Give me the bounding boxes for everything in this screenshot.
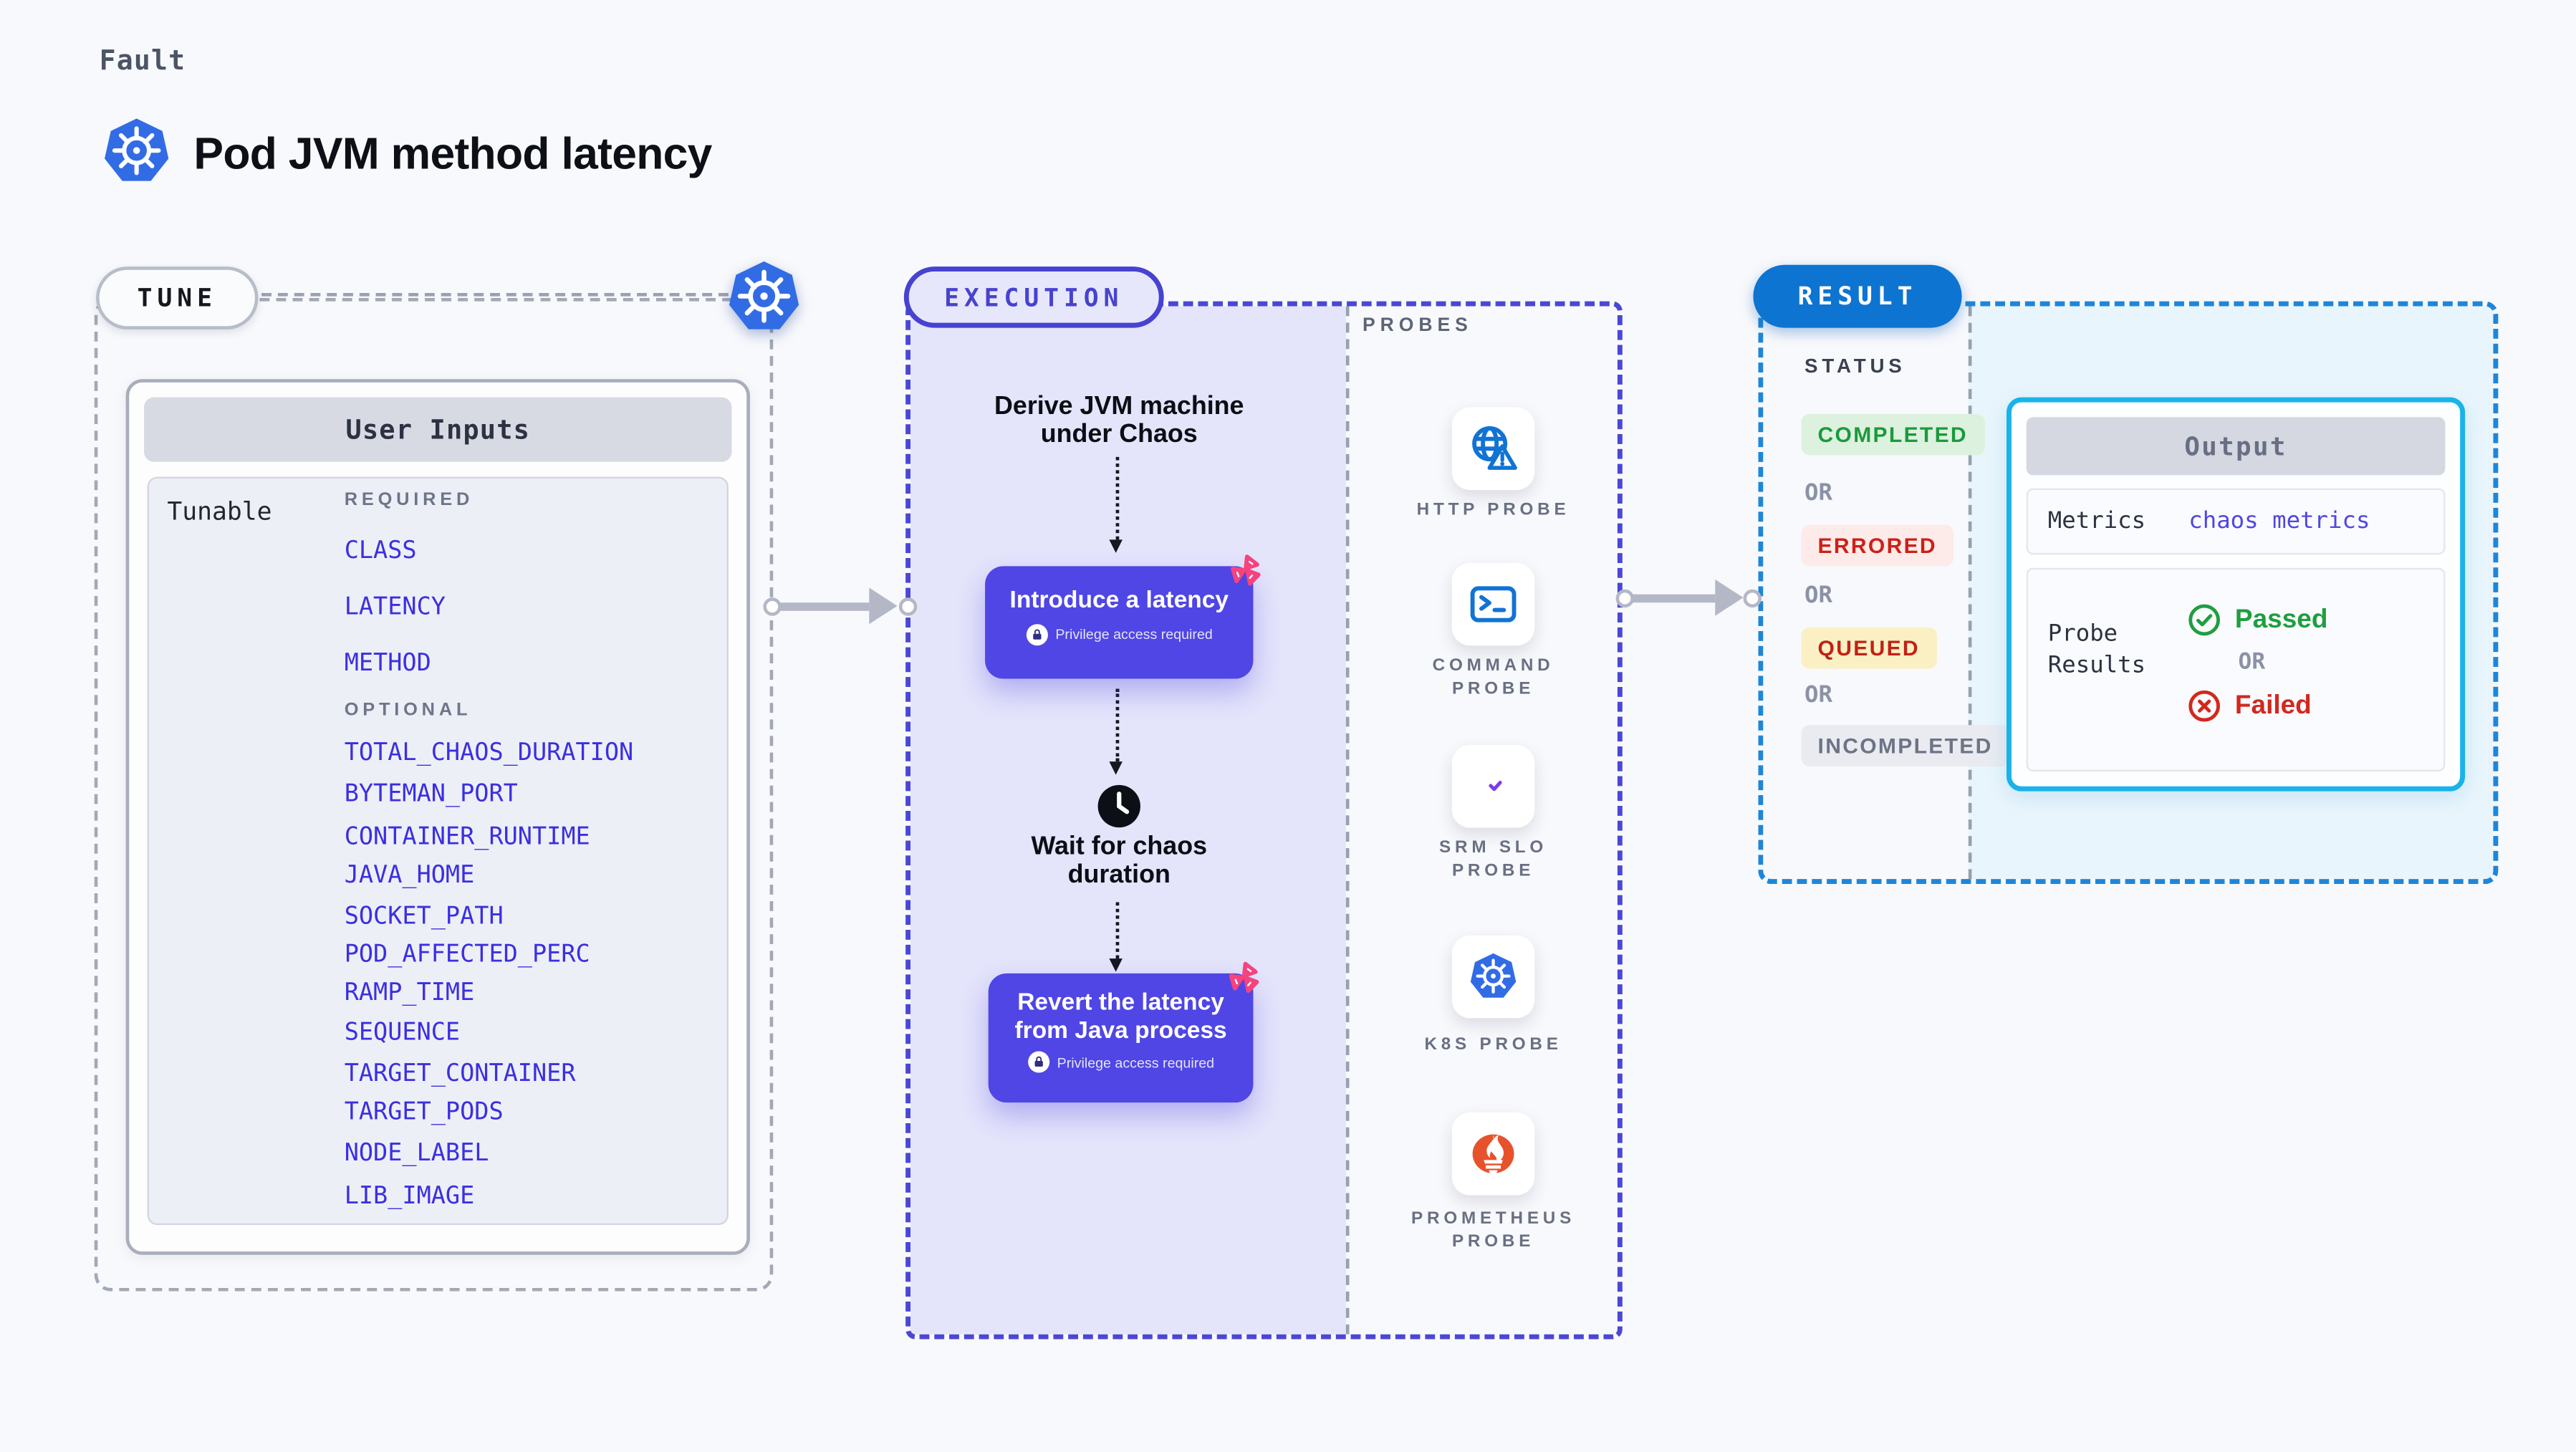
metrics-value: chaos metrics [2188, 508, 2370, 535]
tune-section-box [94, 297, 774, 1292]
check-circle-icon [2187, 602, 2222, 638]
param-socket-path: SOCKET_PATH [344, 903, 504, 931]
probe-label: PROMETHEUS PROBE [1411, 1208, 1576, 1251]
arrow-head-icon [1715, 579, 1744, 616]
slo-donut-check-icon [1467, 760, 1520, 813]
litmus-chaos-icon [1226, 552, 1264, 590]
command-probe-card [1451, 562, 1535, 646]
status-badge-queued: QUEUED [1801, 627, 1937, 669]
page-title: Pod JVM method latency [193, 129, 712, 179]
param-container-runtime: CONTAINER_RUNTIME [344, 824, 590, 851]
param-total-chaos-duration: TOTAL_CHAOS_DURATION [344, 740, 634, 767]
lock-icon [1025, 623, 1047, 645]
probe-results-row: Probe Results Passed OR Failed [2026, 567, 2446, 771]
tunable-row-label: Tunable [167, 496, 272, 527]
param-lib-image: LIB_IMAGE [344, 1183, 475, 1211]
param-ramp-time: RAMP_TIME [344, 980, 475, 1007]
privilege-badge: Privilege access required [985, 623, 1253, 645]
probe-label: K8S PROBE [1424, 1034, 1562, 1055]
status-badge-errored: ERRORED [1801, 524, 1954, 567]
step-title: Revert the latency from Java process [1014, 990, 1227, 1044]
flow-arrow-down [1110, 456, 1123, 553]
failed-result: Failed [2187, 688, 2328, 723]
metrics-label: Metrics [2047, 508, 2146, 535]
param-target-container: TARGET_CONTAINER [344, 1061, 576, 1088]
terminal-icon [1467, 578, 1520, 631]
flow-arrow-down [1110, 688, 1123, 775]
param-class: CLASS [344, 538, 417, 565]
clock-icon [1096, 783, 1143, 830]
probes-column-label: PROBES [1362, 316, 1473, 337]
arrow-endpoint [1615, 588, 1633, 607]
arrow-head-icon [869, 587, 898, 625]
or-separator: OR [2238, 648, 2266, 675]
status-badge-incompleted: INCOMPLETED [1801, 725, 2009, 767]
or-separator: OR [1804, 582, 1833, 610]
probe-label: SRM SLO PROBE [1439, 837, 1548, 880]
or-separator: OR [1804, 682, 1833, 709]
tune-connector-line [261, 293, 729, 297]
prometheus-probe-card [1451, 1112, 1535, 1196]
globe-alert-icon [1467, 422, 1520, 475]
or-separator: OR [1804, 480, 1833, 507]
lock-icon [1027, 1051, 1049, 1073]
param-method: METHOD [344, 650, 431, 678]
param-latency: LATENCY [344, 594, 446, 621]
param-node-label: NODE_LABEL [344, 1140, 489, 1168]
user-inputs-header: User Inputs [144, 397, 732, 462]
probe-results-label: Probe Results [2047, 620, 2146, 679]
tune-to-execution-arrow [779, 602, 870, 610]
kubernetes-icon [100, 114, 174, 188]
x-circle-icon [2187, 688, 2222, 723]
srm-slo-probe-card [1451, 744, 1535, 828]
param-sequence: SEQUENCE [344, 1019, 461, 1047]
execution-section-box [905, 301, 1623, 1340]
fault-eyebrow: Fault [99, 44, 186, 77]
output-card: Output Metrics chaos metrics Probe Resul… [2006, 397, 2466, 792]
execution-to-result-arrow [1632, 593, 1716, 602]
flow-arrow-down [1110, 902, 1123, 972]
kubernetes-icon [724, 256, 804, 337]
tune-stage-badge: TUNE [96, 266, 259, 330]
k8s-probe-card [1451, 935, 1535, 1019]
probes-divider [1345, 306, 1350, 1335]
status-column-label: STATUS [1804, 354, 1906, 378]
arrow-endpoint [898, 597, 918, 615]
result-stage-badge: RESULT [1753, 264, 1962, 328]
prometheus-icon [1467, 1128, 1520, 1181]
status-divider [1968, 306, 1972, 880]
step-title: Introduce a latency [1009, 587, 1229, 615]
http-probe-card [1451, 407, 1535, 491]
status-badge-completed: COMPLETED [1801, 413, 1985, 456]
probe-label: COMMAND PROBE [1432, 655, 1554, 698]
param-target-pods: TARGET_PODS [344, 1099, 504, 1126]
param-java-home: JAVA_HOME [344, 862, 475, 890]
kubernetes-icon [1467, 951, 1520, 1004]
passed-result: Passed [2187, 602, 2327, 638]
step-revert-latency: Revert the latency from Java process Pri… [988, 973, 1254, 1103]
metrics-row: Metrics chaos metrics [2026, 488, 2446, 555]
param-pod-affected-perc: POD_AFFECTED_PERC [344, 941, 590, 968]
step-derive-jvm: Derive JVM machine under Chaos [994, 392, 1244, 449]
step-introduce-latency: Introduce a latency Privilege access req… [985, 566, 1254, 679]
litmus-chaos-icon [1225, 958, 1263, 996]
optional-group-label: OPTIONAL [344, 700, 472, 721]
probe-label: HTTP PROBE [1416, 499, 1570, 520]
privilege-badge: Privilege access required [989, 1051, 1254, 1073]
arrow-endpoint [762, 597, 781, 615]
required-group-label: REQUIRED [344, 490, 474, 510]
execution-stage-badge: EXECUTION [903, 266, 1164, 328]
param-byteman-port: BYTEMAN_PORT [344, 781, 518, 808]
step-wait-duration: Wait for chaos duration [1031, 832, 1208, 890]
arrow-endpoint [1743, 588, 1762, 607]
output-header: Output [2026, 417, 2446, 476]
user-inputs-list [147, 476, 729, 1226]
